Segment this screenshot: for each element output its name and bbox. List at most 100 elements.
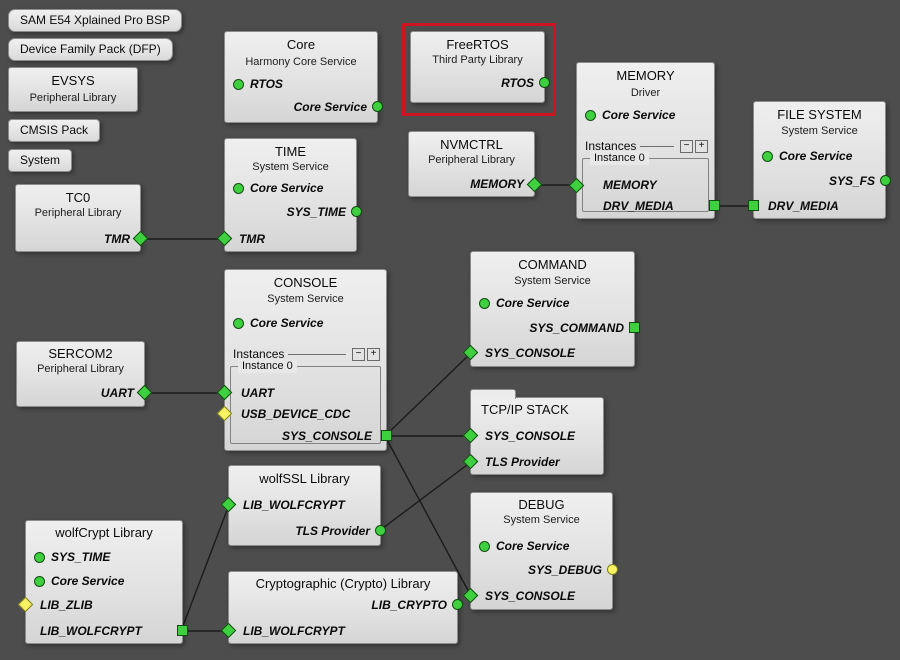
core-service-capability-icon: [233, 182, 244, 194]
chip-system[interactable]: System: [8, 149, 73, 172]
fs-drv-media-pin[interactable]: [748, 200, 759, 211]
fs-drv-media-label: DRV_MEDIA: [768, 199, 839, 213]
instance-remove-button[interactable]: −: [680, 139, 693, 153]
sercom2-uart-label: UART: [100, 386, 134, 400]
block-subtitle: System Service: [781, 125, 858, 137]
wolfcrypt-core-service-label: Core Service: [51, 574, 125, 588]
time-core-service-label: Core Service: [250, 181, 324, 195]
block-evsys[interactable]: EVSYS Peripheral Library: [8, 67, 138, 112]
time-sys-time-pin[interactable]: [351, 206, 362, 217]
block-subtitle: Peripheral Library: [37, 363, 124, 375]
chip-dfp[interactable]: Device Family Pack (DFP): [8, 38, 173, 61]
rtos-capability-icon: [233, 78, 244, 90]
block-wolfcrypt[interactable]: wolfCrypt Library SYS_TIME Core Service …: [17, 520, 188, 644]
console-usb-cdc-label: USB_DEVICE_CDC: [241, 407, 351, 421]
wolfcrypt-lib-zlib-label: LIB_ZLIB: [40, 598, 93, 612]
instance-remove-button[interactable]: −: [352, 347, 365, 361]
console-core-service-row: Core Service: [233, 314, 323, 332]
folder-tab: [470, 389, 516, 399]
block-title: FreeRTOS: [446, 37, 509, 52]
debug-core-service-row: Core Service: [479, 537, 569, 555]
core-service-capability-icon: [479, 297, 490, 309]
divider: [640, 145, 674, 147]
chip-bsp[interactable]: SAM E54 Xplained Pro BSP: [8, 9, 183, 32]
console-core-service-label: Core Service: [250, 316, 324, 330]
block-core[interactable]: Core Harmony Core Service RTOS Core Serv…: [224, 31, 383, 123]
block-title: wolfSSL Library: [259, 471, 350, 486]
instance-group: Instance 0: [230, 359, 381, 444]
block-crypto[interactable]: Cryptographic (Crypto) Library LIB_CRYPT…: [220, 571, 463, 644]
instance-add-button[interactable]: +: [695, 139, 708, 153]
wolfssl-tls-provider-pin[interactable]: [375, 525, 386, 536]
block-nvmctrl[interactable]: NVMCTRL Peripheral Library MEMORY: [408, 131, 543, 197]
block-wolfssl[interactable]: wolfSSL Library LIB_WOLFCRYPT TLS Provid…: [220, 465, 386, 546]
block-title: Cryptographic (Crypto) Library: [255, 576, 431, 591]
freertos-highlight-box: [402, 23, 556, 116]
command-sys-command-pin[interactable]: [629, 322, 640, 333]
core-service-capability-icon: [34, 575, 45, 587]
block-console[interactable]: CONSOLE System Service Core Service Inst…: [216, 269, 392, 451]
fs-core-service-row: Core Service: [762, 147, 852, 165]
core-rtos-label: RTOS: [250, 77, 283, 91]
block-title: Core: [286, 37, 316, 52]
block-file-system[interactable]: FILE SYSTEM System Service Core Service …: [748, 101, 891, 219]
block-title: TIME: [274, 144, 307, 159]
instance-add-button[interactable]: +: [367, 347, 380, 361]
block-subtitle: Third Party Library: [432, 54, 523, 66]
core-service-capability-icon: [585, 109, 596, 121]
block-title: DEBUG: [518, 497, 565, 512]
divider: [288, 353, 346, 355]
block-freertos[interactable]: FreeRTOS Third Party Library RTOS: [410, 31, 550, 103]
block-title: CONSOLE: [273, 275, 338, 290]
debug-core-service-label: Core Service: [496, 539, 570, 553]
fs-sys-fs-pin[interactable]: [880, 175, 891, 186]
block-memory[interactable]: MEMORY Driver Core Service Instances − +…: [568, 62, 720, 219]
connection-line: [384, 435, 472, 597]
crypto-lib-crypto-pin[interactable]: [452, 599, 463, 610]
block-tc0[interactable]: TC0 Peripheral Library TMR: [15, 184, 149, 252]
fs-sys-fs-label: SYS_FS: [828, 174, 875, 188]
tc0-tmr-label: TMR: [104, 232, 130, 246]
block-sercom2[interactable]: SERCOM2 Peripheral Library UART: [16, 341, 153, 407]
block-subtitle: System Service: [503, 514, 580, 526]
block-title: TC0: [65, 190, 91, 205]
wolfcrypt-lib-wolfcrypt-pin[interactable]: [177, 625, 188, 636]
sys-time-capability-icon: [34, 551, 45, 563]
block-subtitle: System Service: [252, 161, 329, 173]
instance-group-label: Instance 0: [590, 151, 649, 165]
core-rtos-row: RTOS: [233, 75, 283, 93]
tcpip-sys-console-label: SYS_CONSOLE: [485, 429, 576, 443]
block-tcpip-stack[interactable]: TCP/IP STACK SYS_CONSOLE TLS Provider: [462, 389, 604, 475]
wolfssl-lib-wolfcrypt-label: LIB_WOLFCRYPT: [243, 498, 345, 512]
freertos-rtos-pin[interactable]: [539, 77, 550, 88]
connection-line: [180, 504, 230, 632]
wolfssl-tls-provider-label: TLS Provider: [295, 524, 370, 538]
freertos-rtos-label: RTOS: [501, 76, 534, 90]
time-sys-time-label: SYS_TIME: [286, 205, 346, 219]
block-subtitle: System Service: [267, 293, 344, 305]
crypto-lib-wolfcrypt-label: LIB_WOLFCRYPT: [243, 624, 345, 638]
crypto-lib-crypto-label: LIB_CRYPTO: [371, 598, 447, 612]
command-core-service-row: Core Service: [479, 294, 569, 312]
debug-sys-debug-pin[interactable]: [607, 564, 618, 575]
wolfcrypt-lib-wolfcrypt-label: LIB_WOLFCRYPT: [40, 624, 142, 638]
core-service-pin[interactable]: [372, 101, 383, 112]
console-uart-label: UART: [241, 386, 275, 400]
memory-memory-label: MEMORY: [603, 178, 657, 192]
block-command[interactable]: COMMAND System Service Core Service SYS_…: [462, 251, 640, 367]
console-sys-console-pin[interactable]: [381, 430, 392, 441]
chip-cmsis[interactable]: CMSIS Pack: [8, 119, 101, 142]
core-service-capability-icon: [233, 317, 244, 329]
memory-drv-media-pin[interactable]: [709, 200, 720, 211]
time-tmr-label: TMR: [239, 232, 265, 246]
block-title: NVMCTRL: [440, 137, 503, 152]
block-title: TCP/IP STACK: [481, 402, 569, 417]
instances-header: Instances − +: [233, 346, 380, 362]
block-title: COMMAND: [518, 257, 587, 272]
block-debug[interactable]: DEBUG System Service Core Service SYS_DE…: [462, 492, 618, 610]
block-subtitle: Driver: [630, 87, 661, 99]
debug-sys-console-label: SYS_CONSOLE: [485, 589, 576, 603]
block-time[interactable]: TIME System Service Core Service SYS_TIM…: [216, 138, 362, 252]
